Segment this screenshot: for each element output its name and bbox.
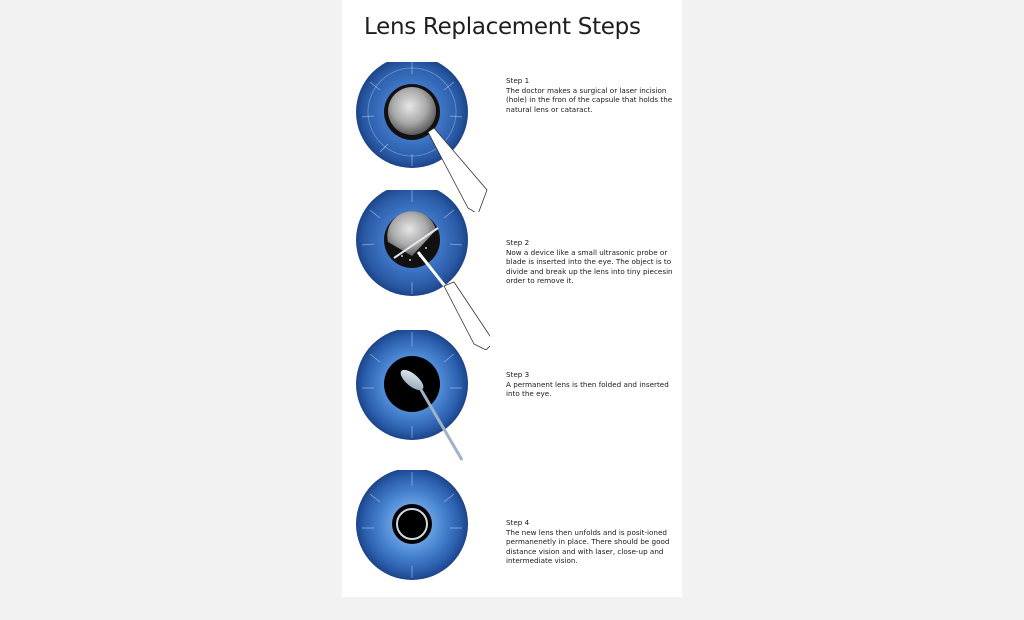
eye-illustration-step-3: [350, 330, 490, 480]
step-1-text: Step 1 The doctor makes a surgical or la…: [506, 76, 676, 114]
step-3-description: A permanent lens is then folded and inse…: [506, 379, 669, 399]
step-2-description: Now a device like a small ultrasonic pro…: [506, 247, 673, 286]
step-4-text: Step 4 The new lens then unfolds and is …: [506, 518, 676, 566]
diagram-title: Lens Replacement Steps: [364, 14, 641, 40]
step-2-label: Step 2: [506, 238, 530, 247]
step-4-description: The new lens then unfolds and is posit-i…: [506, 527, 670, 566]
step-1-label: Step 1: [506, 76, 530, 85]
step-2-text: Step 2 Now a device like a small ultraso…: [506, 238, 676, 286]
eye-illustration-step-1: [350, 62, 490, 212]
step-1-description: The doctor makes a surgical or laser inc…: [506, 85, 673, 114]
eye-illustration-step-2: [350, 190, 490, 350]
step-3-text: Step 3 A permanent lens is then folded a…: [506, 370, 676, 399]
step-4-label: Step 4: [506, 518, 530, 527]
step-3-label: Step 3: [506, 370, 530, 379]
eye-illustration-step-4: [350, 470, 490, 620]
